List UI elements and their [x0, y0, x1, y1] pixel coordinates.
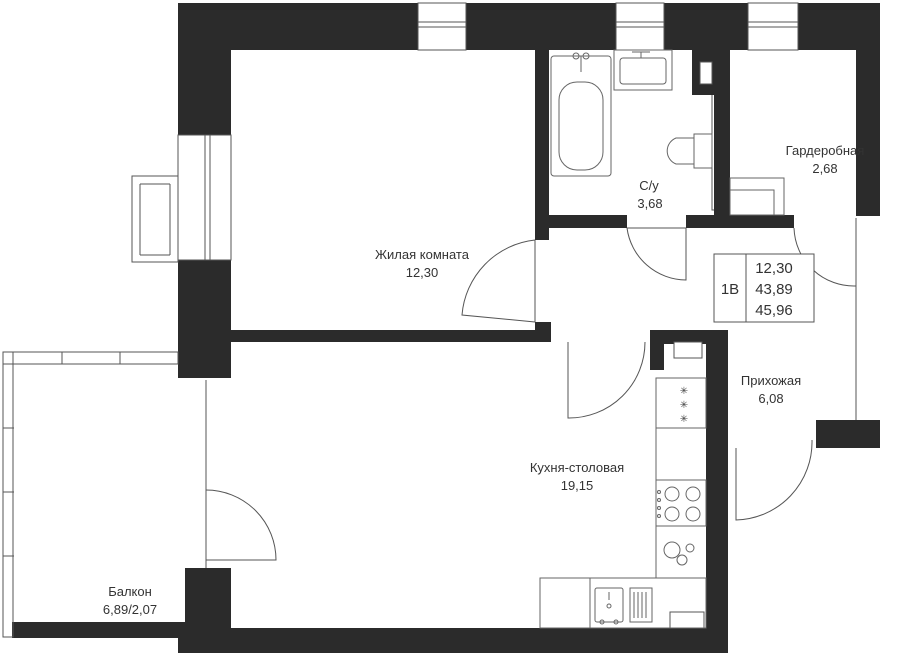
room-kitchen-name: Кухня-столовая — [530, 460, 624, 475]
wall-left-lower — [178, 260, 231, 378]
walls — [12, 3, 880, 653]
shaft-kitchen-bottom — [669, 611, 705, 629]
wall-right-upper — [856, 3, 880, 216]
svg-text:✳: ✳ — [680, 414, 688, 425]
door-entrance — [735, 439, 813, 521]
kitchen-counter — [539, 577, 707, 629]
room-hall-area: 6,08 — [758, 391, 783, 406]
wall-kitchen-top — [650, 330, 728, 344]
shaft-kitchen-top — [673, 341, 703, 359]
window-top-1 — [417, 2, 467, 51]
room-kitchen-area: 19,15 — [561, 478, 594, 493]
apartment-summary: 1В 12,30 43,89 45,96 — [713, 253, 815, 323]
wall-living-kitchen-end — [535, 322, 551, 342]
washing-machine — [663, 541, 695, 566]
window-left-sill — [131, 175, 179, 263]
room-bath-area: 3,68 — [637, 196, 662, 211]
bathtub — [550, 52, 612, 177]
total-area-value: 43,89 — [755, 281, 793, 298]
room-living-area: 12,30 — [406, 265, 439, 280]
svg-text:✳: ✳ — [680, 386, 688, 397]
door-kitchen — [567, 341, 646, 419]
wall-bottom — [178, 628, 728, 653]
wall-left-upper — [178, 3, 231, 135]
svg-text:✳: ✳ — [680, 400, 688, 411]
wall-bath-bottom — [549, 215, 627, 228]
total-with-balcony-value: 45,96 — [755, 302, 793, 319]
door-living — [461, 239, 536, 323]
room-balcony-area: 6,89/2,07 — [103, 602, 157, 617]
wall-right-lower — [816, 420, 880, 448]
room-living-name: Жилая комната — [375, 247, 470, 262]
window-top-3 — [747, 2, 799, 51]
room-bath-name: С/у — [639, 178, 659, 193]
hood — [655, 377, 707, 429]
room-labels: Жилая комната 12,30 С/у 3,68 Гардеробная… — [103, 143, 864, 617]
room-balcony-name: Балкон — [108, 584, 152, 599]
doors — [205, 227, 857, 561]
apartment-type: 1В — [721, 281, 739, 298]
balcony-glazing — [2, 351, 179, 638]
wall-bath-wardrobe — [714, 50, 730, 220]
wall-bath-wardrobe-bottom — [686, 215, 794, 228]
wall-kitchen-right — [706, 330, 728, 630]
wardrobe-shelves — [729, 177, 785, 216]
window-left — [177, 134, 232, 261]
door-wardrobe — [793, 227, 857, 287]
balcony-bottom-wall — [12, 622, 185, 638]
door-balcony — [205, 489, 277, 561]
kitchen-fixtures: ✳ ✳ ✳ — [539, 377, 707, 629]
toilet — [666, 133, 713, 169]
sink — [613, 49, 673, 91]
wall-bottom-left-pier — [185, 568, 231, 653]
living-area-value: 12,30 — [755, 260, 793, 277]
room-wardrobe-area: 2,68 — [812, 161, 837, 176]
room-hall-name: Прихожая — [741, 373, 801, 388]
wall-kitchen-top-stub — [650, 330, 664, 370]
windows — [131, 2, 799, 263]
wall-living-bath — [535, 50, 549, 240]
bathroom-fixtures — [550, 49, 713, 177]
shaft-upper — [699, 61, 713, 85]
stove — [655, 479, 707, 527]
window-top-2 — [615, 2, 665, 51]
wall-living-kitchen — [231, 330, 551, 342]
room-wardrobe-name: Гардеробная — [786, 143, 865, 158]
door-bath — [626, 227, 687, 281]
